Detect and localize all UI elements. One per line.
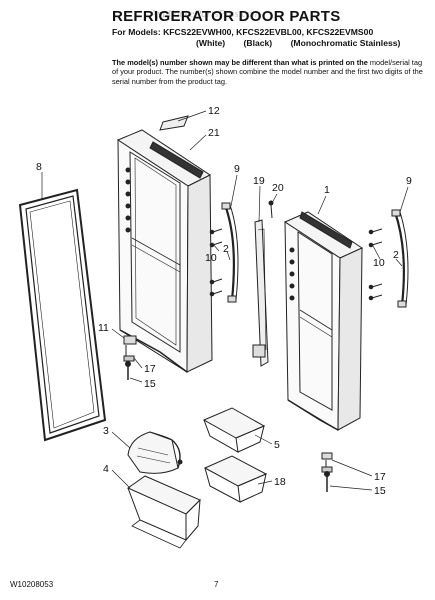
callout-9-left: 9 (234, 163, 240, 175)
callout-labels: 12 21 8 9 10 2 19 20 1 9 10 2 11 17 15 3… (36, 105, 412, 497)
left-handle-part (221, 202, 239, 303)
callout-3: 3 (103, 425, 109, 437)
callout-11: 11 (98, 322, 109, 334)
callout-2-left: 2 (223, 243, 229, 255)
door-gasket-part (18, 188, 107, 442)
door-cap-part (159, 115, 189, 131)
callout-10-left: 10 (205, 252, 217, 264)
mullion-screw (268, 200, 274, 219)
leader-lines (41, 110, 409, 491)
page-number: 7 (214, 580, 219, 589)
models-line: For Models: KFCS22EVWH00, KFCS22EVBL00, … (112, 27, 374, 37)
left-door-part (116, 129, 213, 373)
dairy-bin-part (126, 475, 201, 549)
right-door-part (283, 211, 364, 431)
callout-12: 12 (208, 105, 220, 117)
callout-18: 18 (274, 476, 286, 488)
callout-17-left: 17 (144, 363, 156, 375)
callout-20: 20 (272, 182, 284, 194)
watermark: AppliancePartsPros.com (150, 8, 260, 20)
model-color-black: (Black) (243, 38, 273, 48)
door-bin-upper-part (202, 407, 266, 453)
callout-17-right: 17 (374, 471, 386, 483)
right-handle-part (391, 209, 409, 308)
callout-15-left: 15 (144, 378, 156, 390)
callout-5: 5 (274, 439, 280, 451)
callout-4: 4 (103, 463, 109, 475)
callout-9-right: 9 (406, 175, 412, 187)
right-hinge-hardware (321, 452, 333, 492)
callout-1: 1 (324, 184, 330, 196)
model-colors: (White) (Black) (Monochromatic Stainless… (196, 38, 416, 48)
model-note: The model(s) number shown may be differe… (112, 58, 428, 86)
model-color-stainless: (Monochromatic Stainless) (290, 38, 401, 48)
callout-10-right: 10 (373, 257, 385, 269)
model-note-rest: model/serial tag of your product. The nu… (112, 58, 423, 86)
callout-2-right: 2 (393, 249, 399, 261)
page-title: REFRIGERATOR DOOR PARTS (112, 8, 341, 25)
callout-8: 8 (36, 161, 42, 173)
dairy-door-part (127, 431, 183, 474)
document-number: W10208053 (10, 580, 54, 589)
callout-19: 19 (253, 175, 265, 187)
door-bin-lower-part (203, 455, 268, 503)
mullion-part (252, 219, 269, 367)
right-handle-screws (368, 228, 383, 301)
model-note-bold: The model(s) number shown may be differe… (112, 58, 368, 67)
model-color-white: (White) (196, 38, 226, 48)
callout-15-right: 15 (374, 485, 386, 497)
callout-21: 21 (208, 127, 220, 139)
